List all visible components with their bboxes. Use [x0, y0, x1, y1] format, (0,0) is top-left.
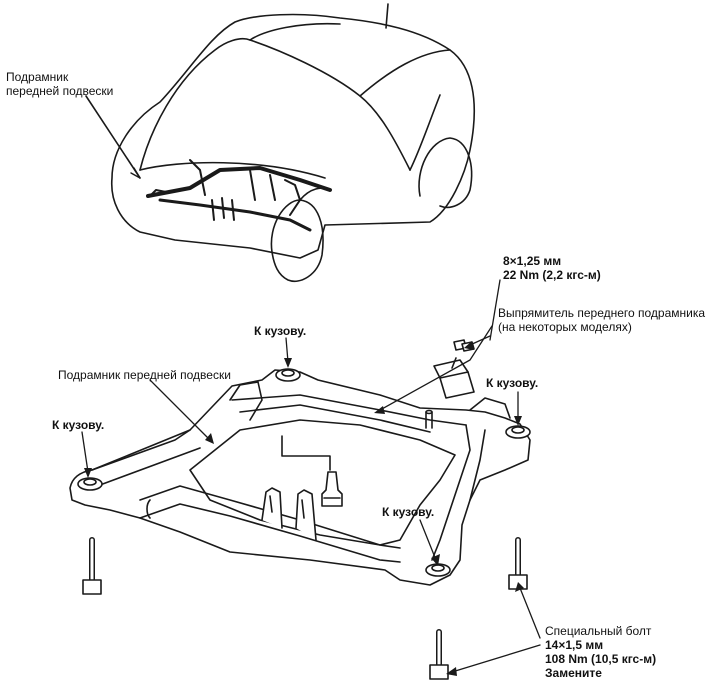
- subframe-assembly: [69, 368, 531, 586]
- label-straightener-line2: (на некоторых моделях): [498, 320, 632, 334]
- label-car-subframe: Подрамник передней подвески: [6, 70, 113, 98]
- label-to-body-front-left: К кузову.: [52, 418, 105, 432]
- label-special-bolt: Специальный болт 14×1,5 мм 108 Nm (10,5 …: [545, 624, 656, 680]
- label-special-bolt-line4: Замените: [545, 666, 602, 680]
- label-bolt-spec-line2: 22 Nm (2,2 кгс-м): [503, 268, 601, 282]
- label-straightener-line1: Выпрямитель переднего подрамника: [498, 306, 706, 320]
- label-car-subframe-line2: передней подвески: [6, 84, 114, 98]
- leader-car-subframe: [85, 95, 141, 179]
- straightener-bracket: [433, 339, 475, 399]
- label-special-bolt-line2: 14×1,5 мм: [545, 638, 604, 652]
- bolt-rear-right: [508, 537, 528, 590]
- label-straightener: Выпрямитель переднего подрамника (на нек…: [498, 306, 705, 334]
- label-to-body-front-right: К кузову.: [382, 505, 435, 519]
- leader-lines: [81, 279, 541, 673]
- label-to-body-rear-left: К кузову.: [254, 324, 307, 338]
- label-special-bolt-line3: 108 Nm (10,5 кгс-м): [545, 652, 657, 666]
- bolt-front-left: [82, 537, 102, 595]
- label-bolt-spec-line1: 8×1,25 мм: [503, 254, 562, 268]
- center-bolt: [321, 471, 343, 507]
- car-outline-illustration: [110, 3, 476, 282]
- body-mount-rear-left: [275, 368, 301, 382]
- label-subframe: Подрамник передней подвески: [58, 368, 231, 382]
- bolt-front-right: [429, 629, 449, 680]
- arrow-heads: [84, 341, 524, 676]
- body-mount-front-left: [77, 477, 103, 491]
- body-mount-rear-right: [505, 425, 531, 439]
- label-bolt-spec: 8×1,25 мм 22 Nm (2,2 кгс-м): [503, 254, 601, 282]
- label-to-body-rear-right: К кузову.: [486, 376, 539, 390]
- label-special-bolt-line1: Специальный болт: [545, 624, 652, 638]
- label-car-subframe-line1: Подрамник: [6, 70, 69, 84]
